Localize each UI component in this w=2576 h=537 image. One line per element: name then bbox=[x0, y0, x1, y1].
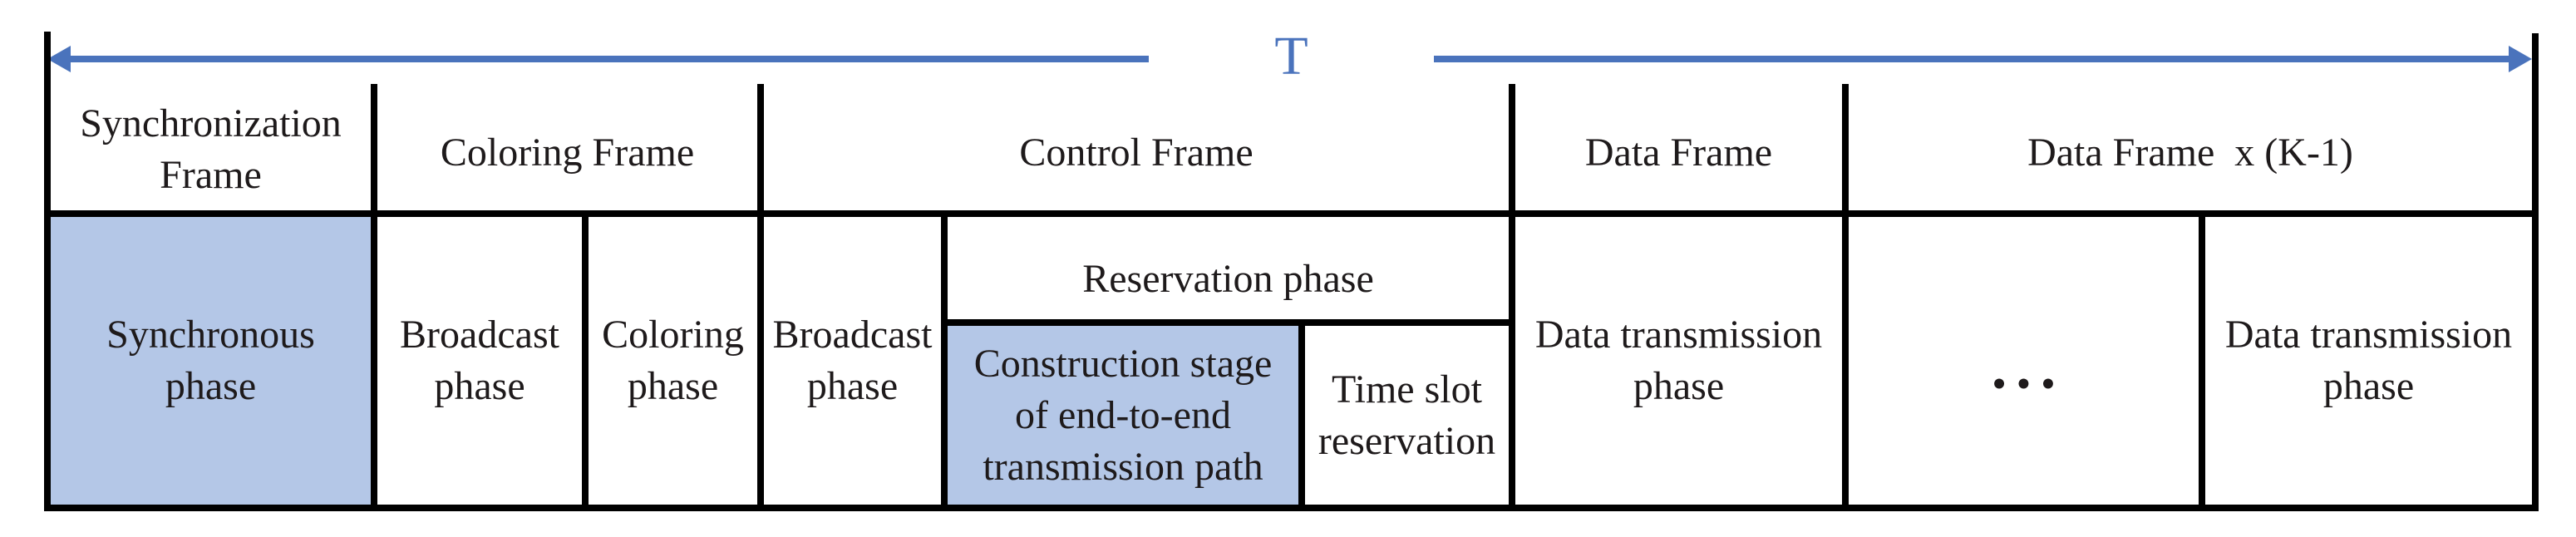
divider-broadcast-coloring-phase bbox=[582, 210, 589, 511]
cell-reservation-phase: Reservation phase bbox=[1082, 256, 1374, 301]
synchronous-phase-highlight bbox=[51, 217, 371, 505]
header-synchronization-frame: Synchronization Frame bbox=[80, 101, 342, 197]
period-arrow-left-segment bbox=[70, 56, 1149, 62]
period-arrow-right-segment bbox=[1434, 56, 2509, 62]
table-bottom-border bbox=[44, 505, 2539, 511]
header-coloring-frame: Coloring Frame bbox=[440, 131, 695, 175]
ellipsis-indicator: ••• bbox=[1992, 363, 2066, 404]
header-control-frame: Control Frame bbox=[1019, 131, 1254, 175]
divider-sync-coloring bbox=[371, 84, 377, 511]
header-data-frame: Data Frame bbox=[1584, 131, 1773, 175]
arrow-right-head-icon bbox=[2509, 46, 2532, 72]
construction-stage-highlight bbox=[948, 326, 1298, 505]
divider-construction-timeslot bbox=[1298, 319, 1305, 511]
header-data-frame-repeat: Data Frame x (K-1) bbox=[2027, 131, 2353, 175]
cell-timeslot-reservation: Time slot reservation bbox=[1318, 367, 1496, 463]
divider-coloring-control bbox=[757, 84, 764, 511]
cell-coloring-phase: Coloring phase bbox=[602, 313, 744, 408]
divider-control-data bbox=[1509, 84, 1515, 511]
divider-broadcast-reservation bbox=[941, 210, 948, 511]
table-left-border bbox=[44, 32, 51, 511]
table-right-border bbox=[2532, 33, 2539, 511]
header-body-separator bbox=[44, 210, 2539, 217]
reservation-sub-divider bbox=[941, 319, 1515, 326]
period-label: T bbox=[1274, 26, 1308, 86]
cell-coloring-broadcast-phase: Broadcast phase bbox=[400, 313, 559, 408]
cell-synchronous-phase: Synchronous phase bbox=[106, 313, 315, 408]
arrow-left-head-icon bbox=[47, 46, 71, 72]
cell-data-transmission-phase-repeat: Data transmission phase bbox=[2224, 313, 2513, 408]
cell-construction-stage: Construction stage of end-to-end transmi… bbox=[973, 341, 1273, 489]
cell-data-transmission-phase: Data transmission phase bbox=[1534, 313, 1823, 408]
divider-data-datarepeat bbox=[1842, 84, 1849, 511]
cell-control-broadcast-phase: Broadcast phase bbox=[772, 313, 933, 408]
divider-ellipsis-datatransmission bbox=[2199, 210, 2205, 511]
